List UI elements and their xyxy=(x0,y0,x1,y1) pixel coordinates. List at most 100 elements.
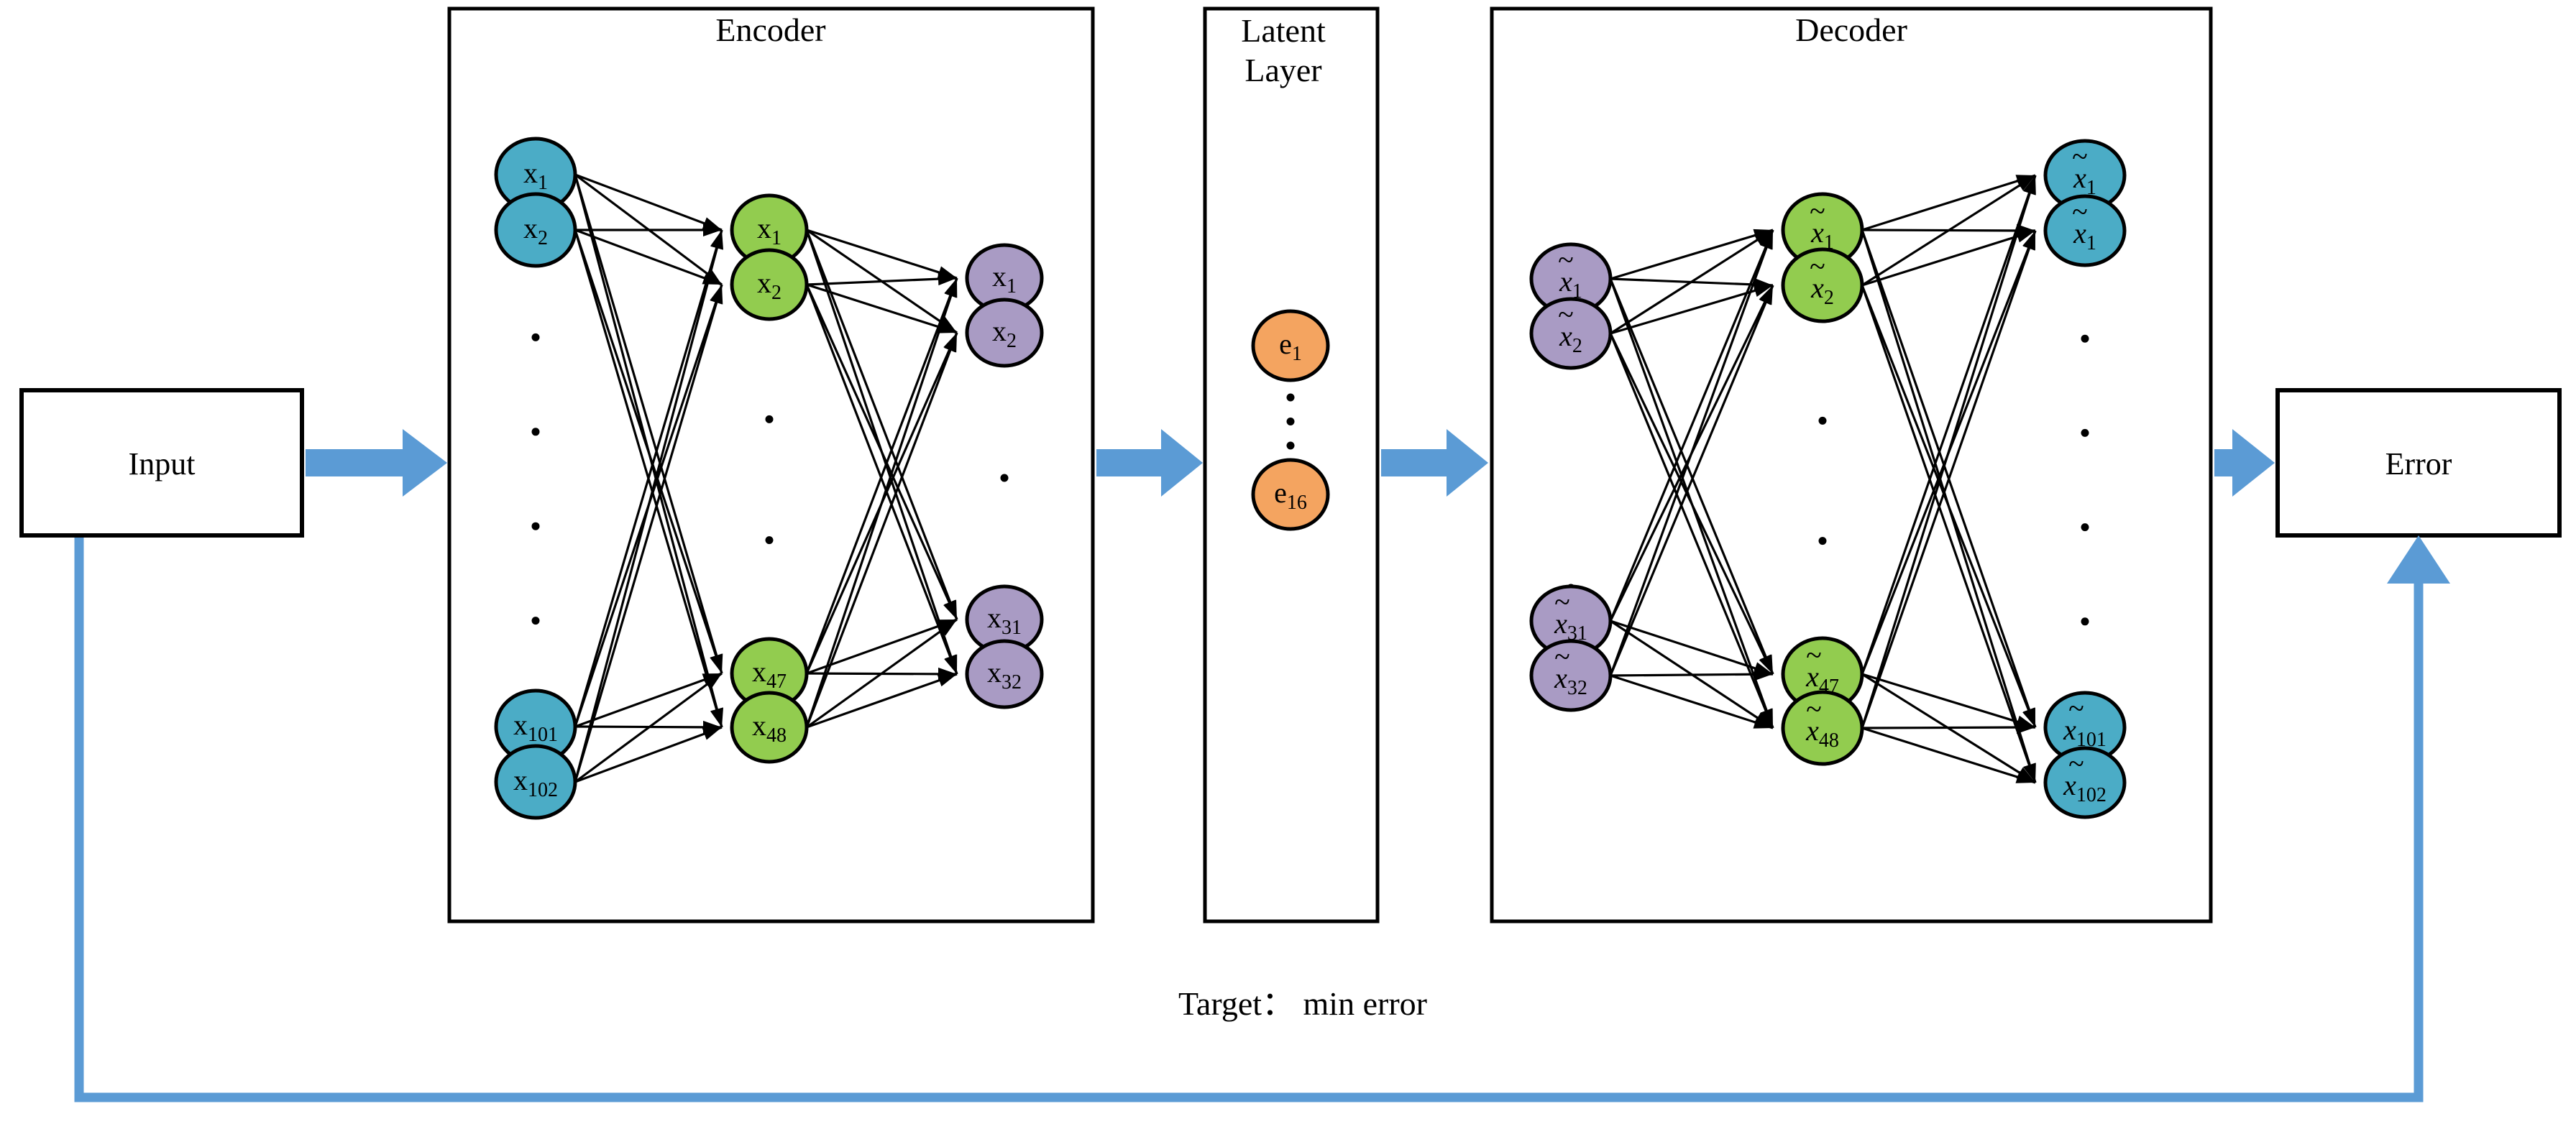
node-label: x1 xyxy=(2073,217,2096,254)
tilde-accent: ~ xyxy=(1554,586,1570,618)
latent-layer-node: e16 xyxy=(1251,458,1330,531)
ellipsis-dot xyxy=(1000,474,1009,482)
tilde-accent: ~ xyxy=(1554,640,1570,673)
edge-arrowhead xyxy=(1753,716,1773,729)
edge-arrowhead xyxy=(710,285,723,305)
node-label: x32 xyxy=(1554,662,1587,699)
node-ellipse xyxy=(494,192,577,268)
edge-arrowhead xyxy=(2022,231,2035,251)
input-box: Input xyxy=(19,388,304,538)
node-label: e1 xyxy=(1279,328,1302,365)
input-box-label: Input xyxy=(129,446,196,482)
edge-arrowhead xyxy=(702,727,722,740)
network-nodes: x1x2x101x102x1x2x47x48x1x2x31x32e1e16x1~… xyxy=(494,137,2127,820)
network-edge xyxy=(1609,229,1774,676)
edge-arrowhead xyxy=(938,272,957,286)
network-edge xyxy=(806,618,958,729)
node-label: x1 xyxy=(2073,162,2096,199)
ellipsis-dot xyxy=(1286,418,1295,425)
node-label: x102 xyxy=(2063,769,2107,806)
network-edge xyxy=(1610,674,1774,729)
node-ellipse xyxy=(965,639,1044,709)
edge-arrowhead xyxy=(1754,230,1773,246)
encoder-output-layer-node: x2 xyxy=(965,298,1044,368)
ellipsis-dot xyxy=(765,415,774,423)
encoder-hidden-layer-node: x1 xyxy=(730,193,809,267)
ellipsis-dot xyxy=(1818,416,1827,425)
node-ellipse xyxy=(1781,247,1864,323)
network-edge xyxy=(1861,285,2037,728)
network-edge xyxy=(574,173,723,231)
ellipsis-dot xyxy=(2081,334,2089,343)
encoder-input-layer-node: x102 xyxy=(494,744,577,820)
network-edge xyxy=(574,229,723,286)
vertical-ellipsis xyxy=(1286,393,1295,450)
decoder-hidden-layer-node: x2~ xyxy=(1781,247,1864,323)
node-ellipse xyxy=(1529,639,1613,712)
network-edge xyxy=(1861,175,2037,729)
network-edge xyxy=(574,672,723,728)
tilde-accent: ~ xyxy=(2072,140,2088,172)
node-ellipse xyxy=(1251,309,1330,382)
edge-group-encoder_hidden-to-encoder_output xyxy=(805,229,958,729)
node-label: x48 xyxy=(752,709,787,747)
edge-arrowhead xyxy=(2022,763,2035,783)
tilde-accent: ~ xyxy=(1810,195,1825,227)
latent-layer-node: e1 xyxy=(1251,309,1330,382)
network-edge xyxy=(574,229,723,783)
tilde-accent: ~ xyxy=(1806,693,1822,725)
network-edge xyxy=(574,726,723,783)
node-ellipse xyxy=(730,248,809,321)
node-ellipse xyxy=(2043,746,2127,819)
encoder-hidden-layer-node: x48 xyxy=(730,691,809,764)
tilde-accent: ~ xyxy=(1806,639,1822,671)
ellipsis-dot xyxy=(2081,428,2089,437)
edge-arrowhead xyxy=(710,653,723,673)
ellipsis-dot xyxy=(1286,393,1295,402)
network-edge xyxy=(574,672,723,783)
edge-arrowhead xyxy=(710,707,723,727)
latent-panel-title-line2: Layer xyxy=(1245,52,1321,88)
node-ellipse xyxy=(2043,194,2127,267)
edge-arrowhead xyxy=(1759,654,1773,674)
node-label: x101 xyxy=(513,709,558,746)
edge-arrowhead xyxy=(2015,770,2035,783)
network-edge xyxy=(1861,726,2036,729)
network-edge xyxy=(806,277,958,286)
edge-arrowhead xyxy=(1753,284,1773,298)
decoder-output-layer-node: x1~ xyxy=(2043,194,2127,267)
node-ellipse xyxy=(965,298,1044,368)
decoder-hidden-layer: x1~x2~x47~x48~ xyxy=(1781,192,1864,766)
ellipsis-dot xyxy=(2081,617,2089,626)
ellipsis-dot xyxy=(531,333,540,341)
node-label: x1 xyxy=(757,212,781,249)
node-label: x1 xyxy=(992,260,1017,298)
network-edge xyxy=(805,284,958,675)
edge-arrowhead xyxy=(703,224,722,236)
edge-arrowhead xyxy=(1759,285,1773,305)
edge-group-encoder_input-to-encoder_hidden xyxy=(574,173,724,783)
network-edge xyxy=(1861,174,2036,231)
encoder-hidden-layer-node: x47 xyxy=(730,637,809,710)
edge-arrowhead xyxy=(943,599,957,619)
network-edge xyxy=(805,277,958,674)
node-label: x32 xyxy=(987,656,1022,694)
edge-group-decoder_input-to-decoder_hidden xyxy=(1609,229,1774,729)
node-label: e16 xyxy=(1274,476,1307,514)
decoder-input-layer-node: x2~ xyxy=(1529,297,1613,370)
network-edge xyxy=(1609,229,1774,622)
network-edge xyxy=(1610,673,1774,677)
edge-arrowhead xyxy=(702,673,722,690)
edge-arrowhead xyxy=(938,619,957,636)
tilde-accent: ~ xyxy=(1558,298,1574,331)
latent-panel-title-line1: Latent xyxy=(1241,12,1326,49)
tilde-accent: ~ xyxy=(1558,244,1574,276)
tilde-accent: ~ xyxy=(2072,195,2088,228)
edge-arrowhead xyxy=(937,674,957,687)
node-label: x31 xyxy=(987,602,1022,639)
encoder-hidden-layer-node: x2 xyxy=(730,248,809,321)
